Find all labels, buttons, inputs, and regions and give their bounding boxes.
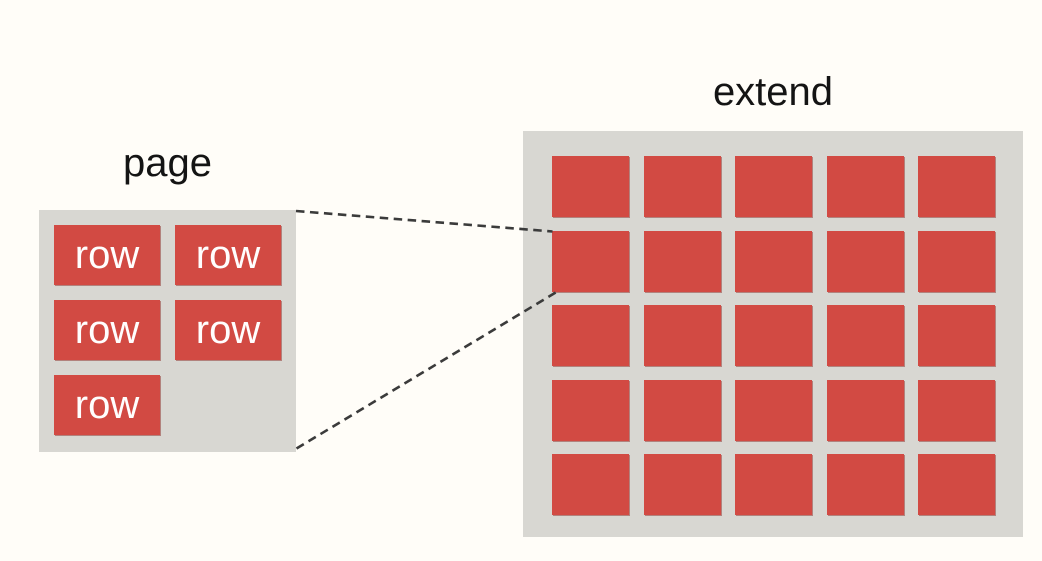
extend-grid-cell — [643, 156, 721, 217]
extend-grid-cell — [826, 379, 904, 441]
extend-grid-cell — [918, 379, 995, 441]
page-row-cell: row — [54, 300, 160, 360]
extend-grid-cell — [735, 156, 812, 217]
extend-grid-cell — [826, 156, 904, 217]
page-row-cell: row — [54, 225, 160, 285]
extend-panel-grid — [523, 131, 1023, 537]
page-row-cell: row — [175, 225, 281, 285]
connector-dashed-line — [295, 209, 553, 233]
connector-dashed-line — [295, 290, 558, 450]
extend-grid-cell — [552, 230, 629, 292]
extend-grid-cell — [918, 156, 995, 217]
extend-grid-cell — [918, 230, 995, 292]
extend-grid-cell — [643, 305, 721, 366]
extend-grid-cell — [552, 156, 629, 217]
extend-grid-cell — [552, 305, 629, 366]
extend-grid-cell — [826, 305, 904, 366]
page-panel-label: page — [123, 141, 212, 185]
extend-grid-cell — [918, 305, 995, 366]
extend-grid-cell — [552, 379, 629, 441]
extend-grid-cell — [643, 230, 721, 292]
extend-panel-label: extend — [712, 70, 834, 114]
page-row-cell: row — [54, 375, 160, 435]
extend-grid-cell — [826, 230, 904, 292]
extend-grid-cell — [735, 230, 812, 292]
extend-grid-cell — [735, 454, 812, 515]
extend-grid-cell — [643, 379, 721, 441]
extend-grid-cell — [735, 379, 812, 441]
extend-grid-cell — [735, 305, 812, 366]
extend-grid-cell — [918, 454, 995, 515]
extend-grid-cell — [552, 454, 629, 515]
page-row-cell: row — [175, 300, 281, 360]
extend-grid-cell — [643, 454, 721, 515]
extend-grid-cell — [826, 454, 904, 515]
